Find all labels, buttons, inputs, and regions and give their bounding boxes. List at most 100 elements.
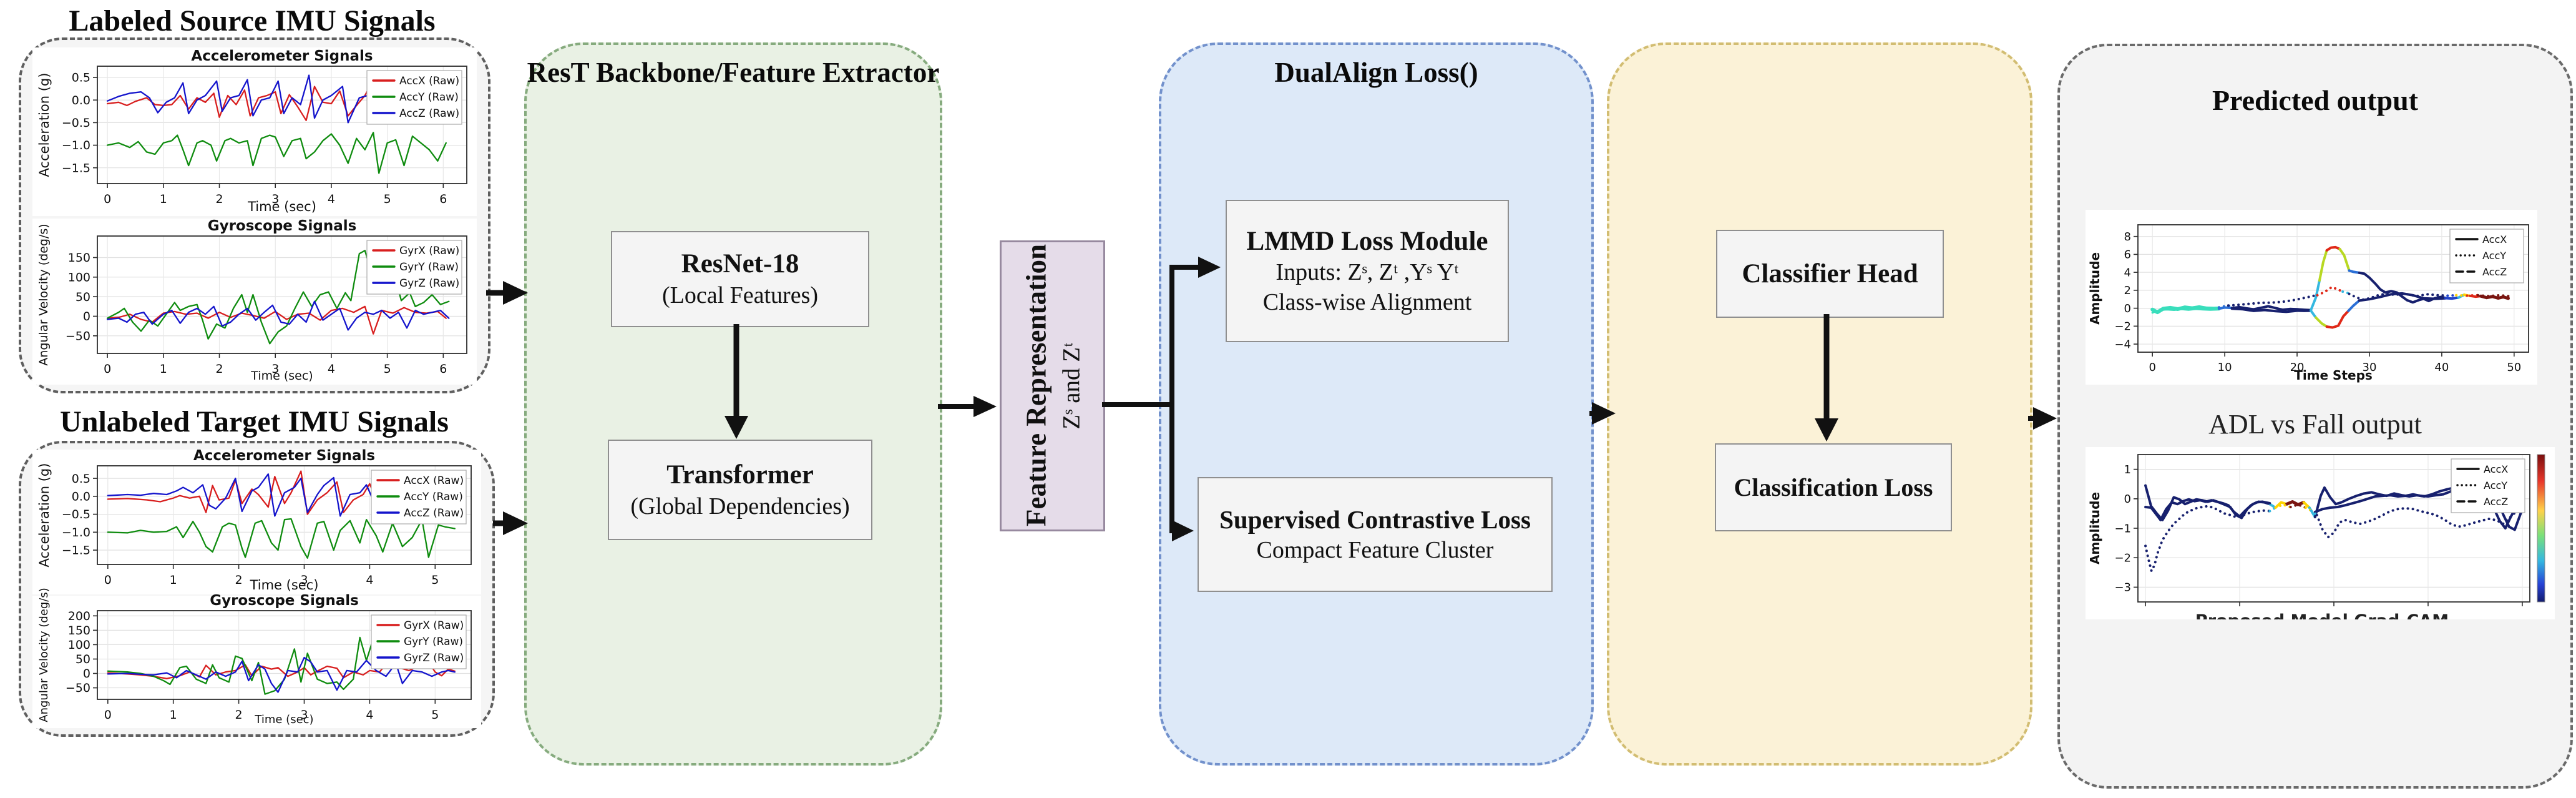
svg-text:Acceleration (g): Acceleration (g) (37, 73, 52, 177)
target-panel-title: Unlabeled Target IMU Signals (60, 405, 449, 438)
svg-text:Gyroscope Signals: Gyroscope Signals (210, 593, 359, 609)
svg-text:−4: −4 (2114, 338, 2131, 351)
svg-text:0.5: 0.5 (72, 472, 90, 486)
feature-representation-text: Feature Representation Zˢ and Zᵗ (1020, 244, 1085, 526)
svg-text:0.0: 0.0 (72, 490, 90, 503)
svg-text:GyrZ (Raw): GyrZ (Raw) (399, 277, 459, 290)
svg-text:−50: −50 (66, 681, 90, 695)
svg-text:−0.5: −0.5 (62, 508, 90, 521)
classifier-head-label: Classifier Head (1742, 259, 1918, 288)
svg-text:0: 0 (104, 708, 112, 722)
lmmd-label: LMMD Loss Module (1246, 226, 1488, 256)
feature-representation-box: Feature Representation Zˢ and Zᵗ (1000, 240, 1105, 531)
svg-text:Time Steps: Time Steps (2294, 368, 2373, 383)
transformer-label: Transformer (666, 460, 814, 490)
classifier-box: Classifier Head Classification Loss (1607, 42, 2032, 766)
lmmd-inputs: Inputs: Zˢ, Zᵗ ,Yˢ Yᵗ (1276, 259, 1459, 286)
svg-text:Acceleration (g): Acceleration (g) (37, 463, 52, 568)
svg-text:4: 4 (366, 708, 373, 722)
backbone-to-feature-arrowhead (973, 396, 997, 417)
source-panel-title: Labeled Source IMU Signals (69, 4, 436, 37)
feature-representation-label: Feature Representation (1020, 244, 1051, 526)
svg-text:6: 6 (2124, 249, 2131, 262)
lmmd-node: LMMD Loss Module Inputs: Zˢ, Zᵗ ,Yˢ Yᵗ C… (1226, 200, 1509, 342)
svg-text:−1: −1 (2114, 522, 2131, 535)
svg-text:3: 3 (271, 192, 279, 206)
svg-text:−1.5: −1.5 (62, 544, 90, 558)
svg-text:Amplitude: Amplitude (2087, 492, 2102, 564)
svg-text:4: 4 (2124, 266, 2131, 279)
svg-text:Gyroscope Signals: Gyroscope Signals (208, 218, 357, 234)
svg-text:−50: −50 (66, 329, 90, 343)
lmmd-alignment: Class-wise Alignment (1262, 288, 1472, 315)
svg-text:AccZ (Raw): AccZ (Raw) (404, 507, 464, 520)
svg-text:1: 1 (160, 362, 167, 376)
svg-text:1: 1 (2124, 463, 2131, 476)
predicted-output-title: Predicted output (2212, 84, 2419, 116)
svg-text:AccY: AccY (2484, 480, 2507, 491)
svg-text:0: 0 (2124, 493, 2131, 506)
svg-text:Accelerometer Signals: Accelerometer Signals (193, 448, 375, 464)
backbone-title: ResT Backbone/Feature Extractor (527, 57, 940, 88)
adl-vs-fall-label: ADL vs Fall output (2208, 409, 2422, 440)
svg-text:AccX (Raw): AccX (Raw) (399, 75, 459, 87)
svg-text:5: 5 (384, 362, 391, 376)
svg-text:AccX: AccX (2484, 463, 2508, 475)
svg-text:AccY (Raw): AccY (Raw) (404, 491, 463, 503)
svg-text:−0.5: −0.5 (62, 116, 90, 130)
svg-text:AccY: AccY (2482, 250, 2506, 262)
svg-text:−1.0: −1.0 (62, 526, 90, 539)
adl-vs-fall-chart: 1 0 −1 −2 −3 Amplitude AccX AccY AccZ (2086, 447, 2555, 619)
gradcam-caption: Proposed Model Grad-CAM Activation (2147, 611, 2497, 619)
svg-text:150: 150 (68, 624, 90, 638)
svg-text:50: 50 (76, 290, 90, 304)
target-imu-panel: 0.5 0.0 −0.5 −1.0 −1.5 0 1 2 3 4 5 Accelerometer Si… (19, 441, 495, 737)
svg-text:6: 6 (439, 192, 447, 206)
svg-text:AccZ: AccZ (2482, 266, 2507, 278)
svg-text:2: 2 (235, 573, 243, 587)
svg-text:200: 200 (68, 609, 90, 623)
svg-text:AccZ: AccZ (2484, 496, 2508, 508)
svg-text:Angular Velocity (deg/s): Angular Velocity (deg/s) (37, 224, 51, 365)
svg-text:1: 1 (170, 573, 177, 587)
svg-text:−2: −2 (2114, 320, 2131, 333)
svg-text:4: 4 (328, 362, 335, 376)
svg-text:−2: −2 (2114, 552, 2131, 565)
svg-text:2: 2 (215, 192, 223, 206)
svg-text:Angular Velocity (deg/s): Angular Velocity (deg/s) (37, 588, 51, 722)
svg-text:AccX: AccX (2482, 234, 2507, 245)
svg-text:AccZ (Raw): AccZ (Raw) (399, 107, 459, 120)
svg-text:6: 6 (439, 362, 447, 376)
svg-text:0: 0 (104, 192, 111, 206)
svg-text:150: 150 (68, 251, 90, 265)
supcon-sublabel: Compact Feature Cluster (1256, 536, 1494, 563)
svg-text:AccX (Raw): AccX (Raw) (404, 475, 464, 487)
classification-loss-node: Classification Loss (1715, 443, 1952, 531)
svg-text:GyrX (Raw): GyrX (Raw) (399, 245, 459, 257)
svg-text:0: 0 (2149, 361, 2155, 374)
backbone-box: ResT Backbone/Feature Extractor ResNet-1… (524, 42, 942, 766)
svg-text:Time (sec): Time (sec) (250, 578, 319, 593)
svg-text:4: 4 (328, 192, 335, 206)
svg-text:0: 0 (104, 573, 112, 587)
svg-text:1: 1 (160, 192, 167, 206)
svg-text:0.0: 0.0 (72, 94, 90, 107)
svg-text:1: 1 (170, 708, 177, 722)
supcon-label: Supervised Contrastive Loss (1219, 505, 1531, 534)
feature-representation-sublabel: Zˢ and Zᵗ (1058, 342, 1085, 430)
svg-text:5: 5 (431, 573, 439, 587)
classification-loss-label: Classification Loss (1734, 473, 1933, 501)
dualalign-box: DualAlign Loss() LMMD Loss Module Inputs… (1159, 42, 1594, 766)
svg-text:5: 5 (384, 192, 391, 206)
svg-text:−3: −3 (2114, 581, 2131, 594)
svg-text:3: 3 (300, 573, 308, 587)
svg-text:2: 2 (235, 708, 243, 722)
transformer-node: Transformer (Global Dependencies) (608, 440, 872, 540)
svg-text:GyrZ (Raw): GyrZ (Raw) (404, 652, 464, 664)
svg-text:100: 100 (68, 270, 90, 284)
